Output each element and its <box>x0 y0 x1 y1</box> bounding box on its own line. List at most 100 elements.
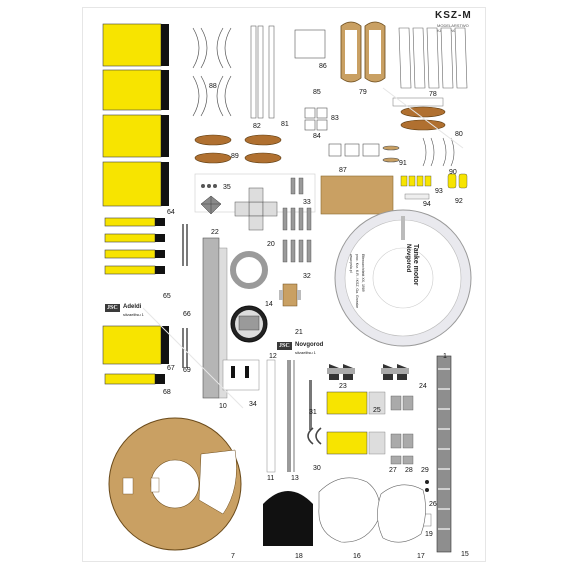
part-number: 21 <box>295 329 303 336</box>
strip-1-15 <box>436 355 452 553</box>
part-number: 89 <box>231 153 239 160</box>
part-number: 34 <box>249 401 257 408</box>
part-number: 69 <box>183 367 191 374</box>
small-parts <box>304 107 380 157</box>
part-number: 86 <box>319 63 327 70</box>
part-number: 22 <box>211 229 219 236</box>
part-number: 94 <box>423 201 431 208</box>
hull-panel-5-band <box>161 326 169 364</box>
parts-16-17 <box>318 477 426 543</box>
boats-79 <box>340 21 386 83</box>
part-number: 20 <box>267 241 275 248</box>
parts-28-29 <box>390 395 414 465</box>
hull-strip-2 <box>104 233 156 243</box>
drum-12 <box>230 305 268 343</box>
hull-strip-5 <box>104 373 156 385</box>
column-15a <box>202 237 220 399</box>
frames-88 <box>192 27 232 117</box>
part-number: 11 <box>267 475 274 482</box>
part-number: 29 <box>421 467 429 474</box>
part-number-labels: 1 7 10 11 12 13 14 15 16 17 18 19 20 21 … <box>163 63 469 560</box>
part-number: 82 <box>253 123 261 130</box>
part-18 <box>263 491 313 546</box>
model-sheet: KSZ-M MODELARSTWO KARTONOWE <box>82 7 486 562</box>
disc-subtitle: Novgorod <box>405 244 411 273</box>
part-number: 84 <box>313 133 321 140</box>
hull-strip-4-end <box>155 266 165 274</box>
hull-strip-4 <box>104 265 156 275</box>
part-number: 19 <box>425 531 433 538</box>
disc-line-3: www.psla.pl <box>349 254 353 273</box>
hull-panel-1-band <box>161 24 169 66</box>
hull-strip-2-end <box>155 234 165 242</box>
parts-drawing: 1 7 10 11 12 13 14 15 16 17 18 19 20 21 … <box>102 21 472 560</box>
deck-wood <box>320 175 394 215</box>
hull-strip-5-end <box>155 374 165 384</box>
hull-panel-3-band <box>161 115 169 157</box>
column-15b <box>218 247 228 399</box>
part-number: 35 <box>223 184 231 191</box>
part-number: 28 <box>405 467 413 474</box>
ring-14 <box>230 251 268 289</box>
part-number: 90 <box>449 169 457 176</box>
part-number: 81 <box>281 121 289 128</box>
part-number: 31 <box>309 409 317 416</box>
hull-strip-3 <box>104 249 156 259</box>
part-number: 83 <box>331 115 339 122</box>
tag-adeldi-sub: sitzaelitsu 1 <box>123 312 144 317</box>
tag-novgorod-sub: sitzaelitsu 1 <box>295 350 316 355</box>
part-number: 32 <box>303 273 311 280</box>
hull-panel-2-band <box>161 70 169 110</box>
brand-logo: KSZ-M <box>435 10 472 21</box>
part-number: 91 <box>399 160 407 167</box>
hull-panel-5 <box>102 325 162 365</box>
parts-23-24 <box>327 364 409 380</box>
tag-adeldi-name: Adeldi <box>123 304 142 310</box>
part-number: 79 <box>359 89 367 96</box>
part-number: 30 <box>313 465 321 472</box>
hull-strip-1-end <box>155 218 165 226</box>
watermark-lines <box>142 87 464 409</box>
hooks-30 <box>307 427 322 445</box>
hull-panel-2 <box>102 69 162 111</box>
boats-89 <box>194 134 282 164</box>
part-number: 25 <box>373 407 381 414</box>
disc-line-1: Ethnoarchitekt XX, 1989 <box>361 254 365 292</box>
parts-25-27 <box>326 391 386 455</box>
tag-novgorod-name: Novgorod <box>295 342 324 348</box>
strips-81-82 <box>250 25 275 119</box>
part-number: 7 <box>231 553 235 560</box>
disc-plate <box>334 209 472 347</box>
part-number: 92 <box>455 198 463 205</box>
part-number: 85 <box>313 89 321 96</box>
hull-panels <box>102 23 188 385</box>
part-number: 1 <box>443 353 447 360</box>
hull-strip-3-end <box>155 250 165 258</box>
hull-strip-1 <box>104 217 156 227</box>
part-86 <box>294 29 326 59</box>
hull-panel-4 <box>102 161 162 207</box>
part-22 <box>200 195 222 215</box>
part-number: 26 <box>429 501 437 508</box>
part-number: 14 <box>265 301 273 308</box>
part-number: 17 <box>417 553 425 560</box>
parts-10-11-13 <box>222 359 312 473</box>
parts-32-33 <box>282 177 312 263</box>
part-number: 68 <box>163 389 171 396</box>
part-21 <box>279 283 301 307</box>
tag-novgorod-title: JSC <box>277 342 292 350</box>
disc-title: Tanke motor <box>412 244 419 286</box>
parts-19-26 <box>422 480 432 527</box>
part-20 <box>234 187 278 231</box>
hull-panel-3 <box>102 114 162 158</box>
tag-adeldi-title: JSC <box>105 304 120 312</box>
part-number: 27 <box>389 467 397 474</box>
part-number: 16 <box>353 553 361 560</box>
part-number: 67 <box>167 365 175 372</box>
part-number: 24 <box>419 383 427 390</box>
disc-7 <box>108 417 242 551</box>
part-number: 23 <box>339 383 347 390</box>
part-number: 15 <box>461 551 469 558</box>
hull-panel-1 <box>102 23 162 67</box>
part-number: 65 <box>163 293 171 300</box>
